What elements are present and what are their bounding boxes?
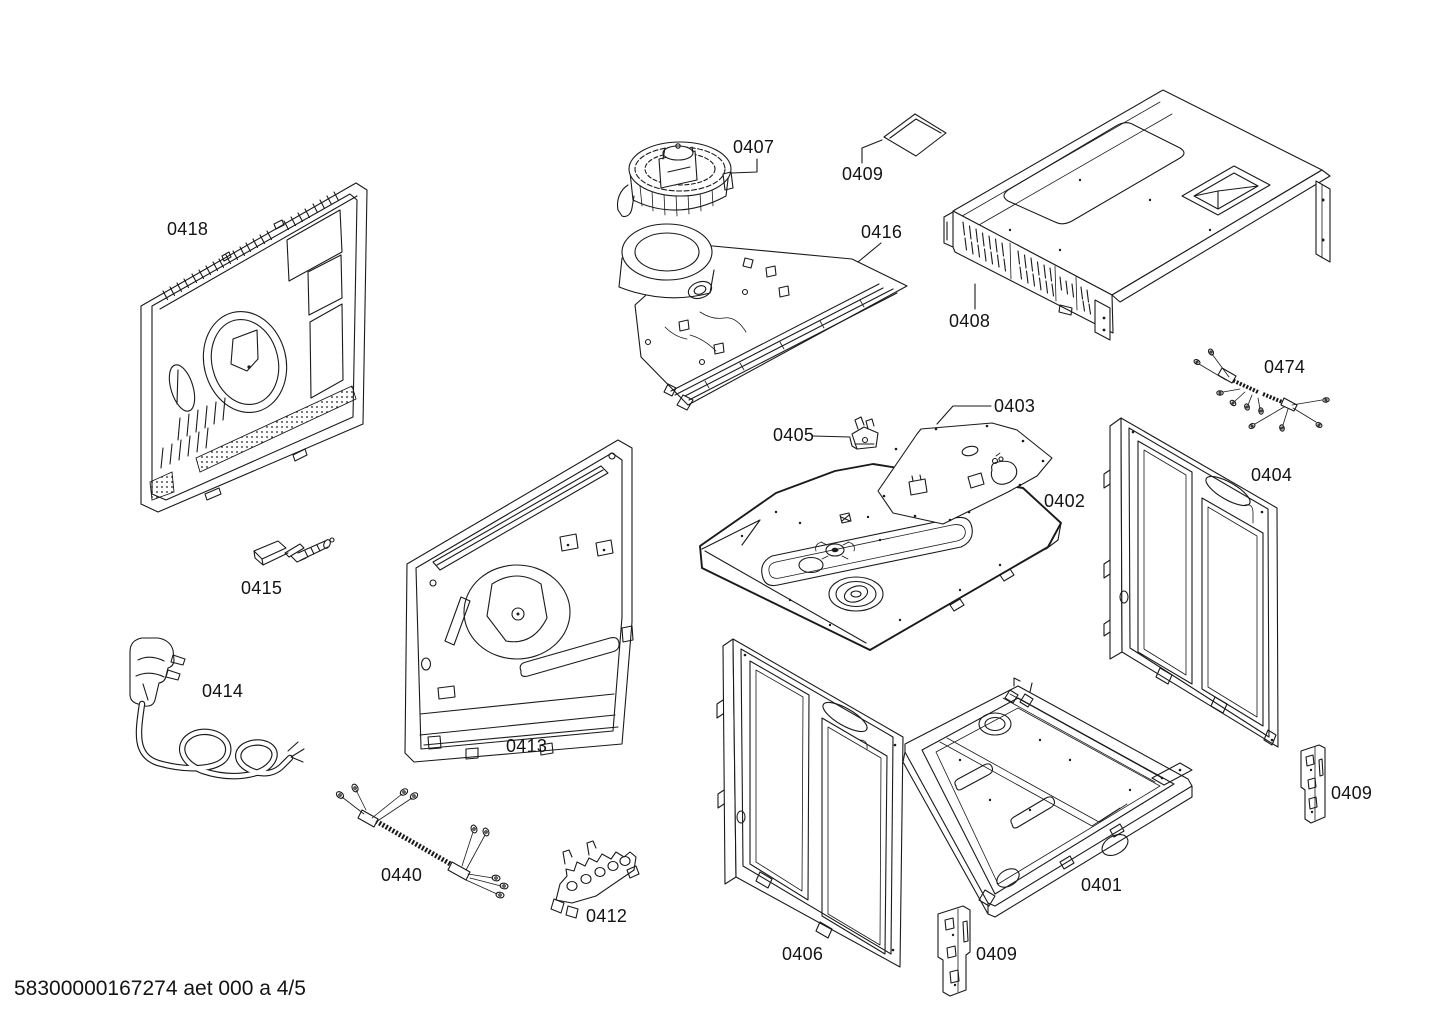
part-label-0409-plate: 0409 [842, 164, 884, 184]
part-0406-side-panel-drawing [716, 638, 904, 968]
part-0415-latch-drawing [253, 537, 335, 566]
part-label-0440: 0440 [381, 865, 423, 885]
part-0408-top-cover-drawing [943, 89, 1331, 341]
part-label-0405: 0405 [773, 425, 815, 445]
part-0409-bracket-right-drawing [1300, 744, 1326, 824]
part-label-0412: 0412 [586, 906, 628, 926]
part-0404-side-panel-drawing [1103, 417, 1279, 748]
part-0401-cavity-frame-drawing [902, 677, 1193, 918]
part-label-0403: 0403 [994, 396, 1036, 416]
part-0474-wire-harness-drawing [1193, 348, 1330, 432]
part-0414-power-cord-drawing [129, 637, 305, 780]
part-0416-top-panel-drawing [618, 223, 908, 411]
part-label-0474: 0474 [1264, 357, 1306, 377]
part-0440-wire-harness-drawing [335, 783, 509, 899]
part-label-0416: 0416 [861, 222, 903, 242]
part-label-0413: 0413 [506, 736, 548, 756]
part-0409-plate-drawing [861, 113, 947, 164]
part-label-0408: 0408 [949, 311, 991, 331]
part-label-0418: 0418 [167, 219, 209, 239]
part-label-0401: 0401 [1081, 875, 1123, 895]
part-label-0415: 0415 [241, 578, 283, 598]
part-label-0414: 0414 [202, 681, 244, 701]
part-label-0409-bracket-center: 0409 [976, 944, 1018, 964]
part-label-0404: 0404 [1251, 465, 1293, 485]
part-0405-switch-drawing [812, 416, 879, 450]
part-0412-terminal-block-drawing [550, 840, 640, 919]
part-0418-back-panel-drawing [140, 182, 368, 513]
footer-document-code: 58300000167274 aet 000 a 4/5 [14, 977, 306, 1000]
part-label-0409-bracket-right: 0409 [1331, 783, 1373, 803]
part-label-0407: 0407 [733, 137, 775, 157]
part-0407-fan-wheel-drawing [616, 141, 758, 218]
part-0403-cover-plate-drawing [877, 405, 1053, 525]
part-label-0406: 0406 [782, 944, 824, 964]
part-0409-bracket-center-drawing [937, 905, 971, 997]
part-0413-rear-panel-drawing [404, 439, 634, 763]
part-label-0402: 0402 [1044, 491, 1086, 511]
